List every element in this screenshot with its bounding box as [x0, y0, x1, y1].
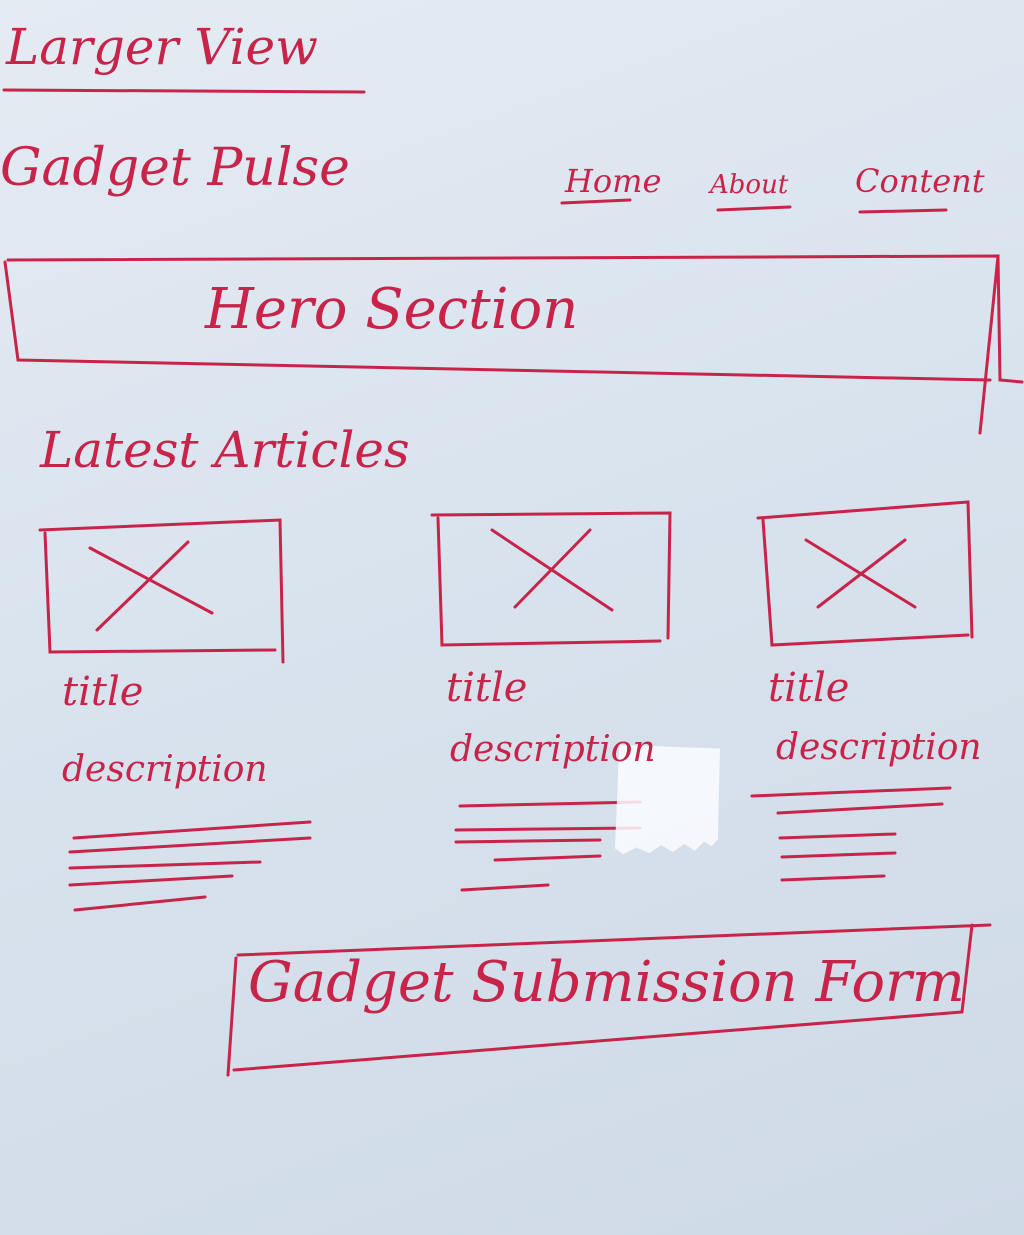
nav-home-underline	[560, 198, 632, 205]
card-2-description: description	[450, 729, 656, 770]
card-image-1	[38, 518, 285, 664]
brand-logo-text[interactable]: Gadget Pulse	[0, 138, 350, 198]
card-1-text-lines	[68, 820, 312, 912]
card-1-title[interactable]: title	[62, 669, 144, 715]
hero-section-label: Hero Section	[205, 277, 579, 342]
card-image-2	[430, 511, 672, 647]
page-heading: Larger View	[6, 18, 318, 76]
form-box	[226, 923, 992, 1077]
heading-underline	[2, 88, 366, 94]
nav-content-link[interactable]: Content	[855, 162, 985, 200]
nav-content-underline	[858, 208, 948, 214]
latest-articles-heading: Latest Articles	[40, 421, 410, 479]
card-1-description: description	[62, 749, 268, 790]
card-3-title[interactable]: title	[768, 665, 850, 711]
card-image-3	[756, 500, 974, 647]
card-3-text-lines	[750, 786, 952, 882]
tape-piece	[615, 745, 720, 855]
card-2-title[interactable]: title	[446, 665, 528, 711]
gadget-submission-form-label[interactable]: Gadget Submission Form	[248, 950, 965, 1015]
nav-about-link[interactable]: About	[710, 170, 789, 200]
card-3-description: description	[776, 727, 982, 768]
card-2-text-lines	[454, 800, 642, 892]
hero-box	[3, 254, 1024, 435]
nav-home-link[interactable]: Home	[565, 162, 662, 200]
nav-about-underline	[716, 205, 792, 212]
